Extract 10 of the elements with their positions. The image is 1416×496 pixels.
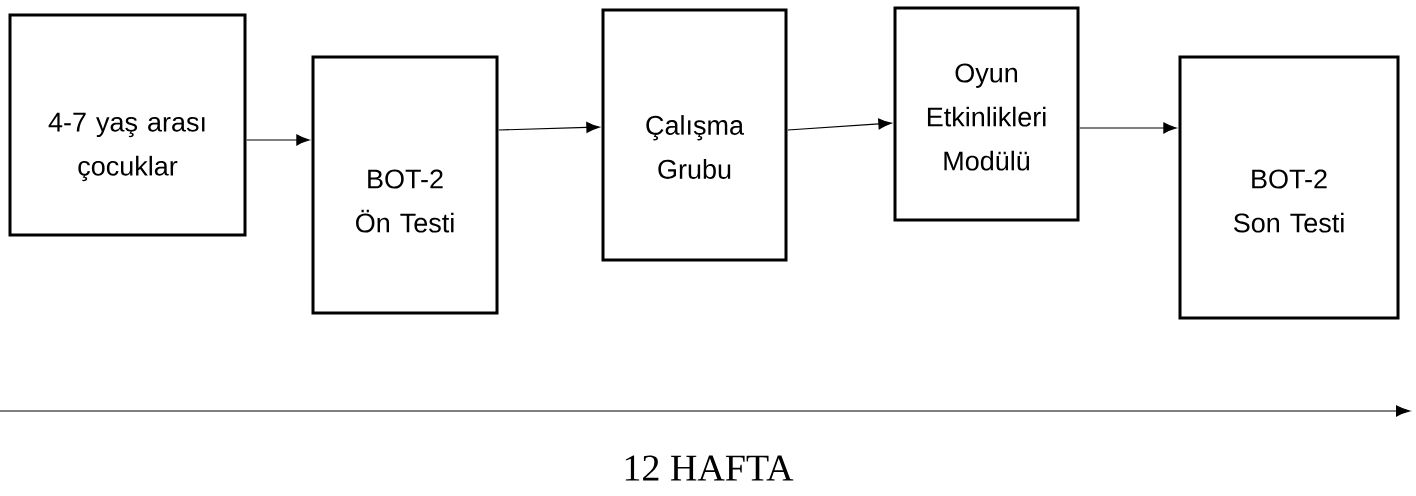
process-box: Çalışma Grubu — [601, 8, 788, 262]
process-box: BOT-2 Son Testi — [1178, 55, 1400, 320]
arrow — [498, 121, 600, 133]
process-box: BOT-2 Ön Testi — [311, 55, 499, 315]
process-box: Oyun Etkinlikleri Modülü — [893, 6, 1080, 222]
arrow — [1079, 122, 1177, 134]
arrow — [246, 134, 310, 146]
arrow — [787, 118, 892, 131]
process-box: 4-7 yaş arası çocuklar — [8, 13, 247, 237]
duration-label: 12 HAFTA — [625, 455, 794, 481]
